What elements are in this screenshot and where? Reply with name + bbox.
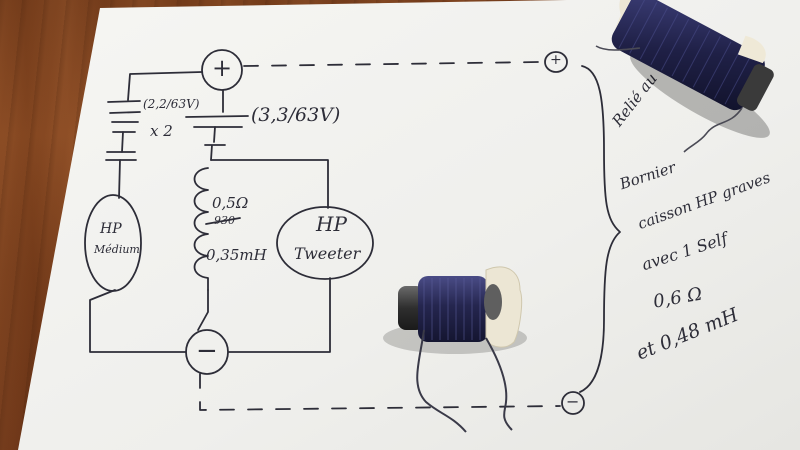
terminal-minus-label: − xyxy=(566,392,580,411)
wire-top-left xyxy=(127,71,203,101)
capacitor-symbol xyxy=(105,100,141,161)
plus-node-label: + xyxy=(212,54,233,82)
minus-node-label: − xyxy=(196,336,218,366)
wire-left-down xyxy=(118,159,121,199)
capacitor-left-label: (2,2/63V) xyxy=(143,97,200,111)
coil-resistance-label: 0,5Ω xyxy=(212,194,249,212)
inductor-symbol xyxy=(193,167,209,291)
terminal-plus-label: + xyxy=(550,52,562,68)
wire-left-bottom xyxy=(89,289,187,353)
speaker-right-subtitle: Tweeter xyxy=(294,244,361,263)
terminal-minus-circle xyxy=(561,391,585,415)
dash-top xyxy=(243,61,541,67)
speaker-right-title: HP xyxy=(316,212,347,236)
capacitor-right-label: (3,3/63V) xyxy=(251,104,341,126)
capacitor-center-lead xyxy=(204,126,226,161)
wire-tweeter-bottom xyxy=(228,277,331,353)
plus-node-circle xyxy=(201,49,243,91)
capacitor-center-plate-1 xyxy=(185,115,249,118)
terminal-plus-circle xyxy=(544,51,568,73)
dash-bottom xyxy=(199,373,561,411)
brace xyxy=(579,65,621,393)
capacitor-left-multiplier: x 2 xyxy=(150,122,173,140)
wire-to-tweeter xyxy=(210,159,329,209)
speaker-left-subtitle: Médium xyxy=(94,243,140,256)
wire-coil-down xyxy=(197,289,209,331)
speaker-right-circle xyxy=(276,206,374,280)
strike-mark xyxy=(205,217,241,225)
coil-inductance-label: 0,35mH xyxy=(206,246,267,264)
coil-struck-label: 930 xyxy=(214,214,235,227)
speaker-left-title: HP xyxy=(100,221,122,237)
